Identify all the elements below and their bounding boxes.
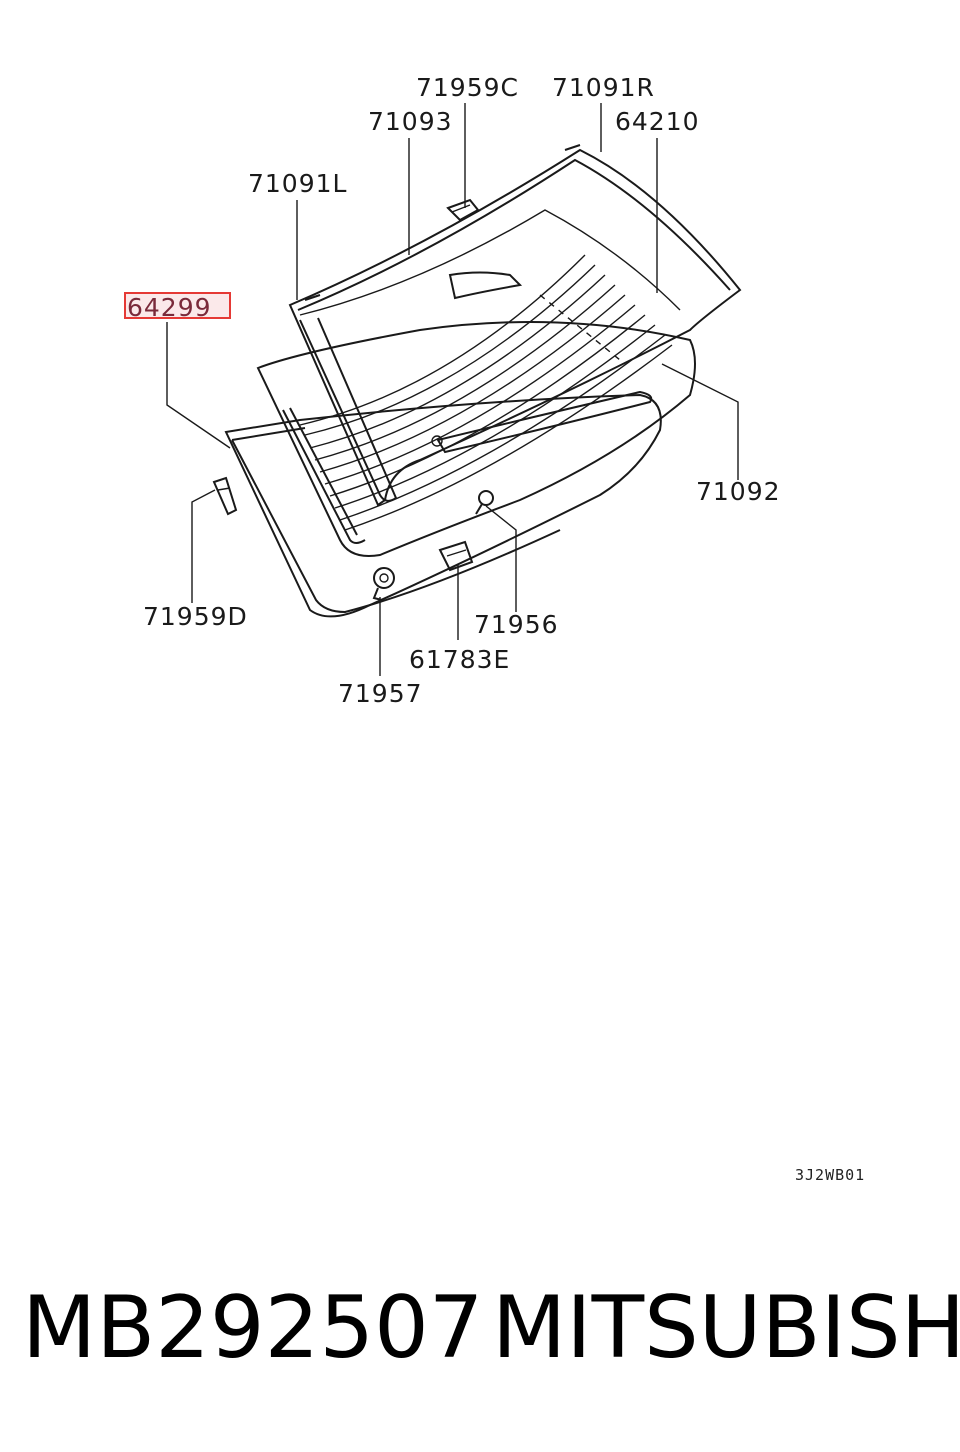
callout-71092: 71092 xyxy=(696,477,781,506)
window-frame-molding xyxy=(288,144,742,507)
callout-71956: 71956 xyxy=(474,610,559,639)
part-number: MB292507 xyxy=(22,1278,484,1378)
defroster-grid xyxy=(282,254,673,544)
leader-lines xyxy=(166,103,739,676)
callout-71091L: 71091L xyxy=(248,169,347,198)
callout-64299: 64299 xyxy=(127,293,212,322)
highlight-box xyxy=(124,292,231,319)
screw-71956 xyxy=(475,490,494,515)
clip-71959D xyxy=(212,476,238,516)
clip-61783E xyxy=(438,540,474,572)
callout-71091R: 71091R xyxy=(552,73,655,102)
callout-64210: 64210 xyxy=(615,107,700,136)
callout-71093: 71093 xyxy=(368,107,453,136)
callout-71957: 71957 xyxy=(338,679,423,708)
garnish-71092 xyxy=(431,390,653,454)
brand-name: MITSUBISHI xyxy=(492,1278,960,1378)
callout-71959D: 71959D xyxy=(143,602,248,631)
diagram-code: 3J2WB01 xyxy=(795,1166,865,1184)
clip-71959C xyxy=(446,198,480,222)
callout-61783E: 61783E xyxy=(409,645,510,674)
callout-71959C: 71959C xyxy=(416,73,519,102)
rear-glass-panel xyxy=(224,321,696,618)
footer: MB292507 MITSUBISHI xyxy=(0,1285,960,1405)
